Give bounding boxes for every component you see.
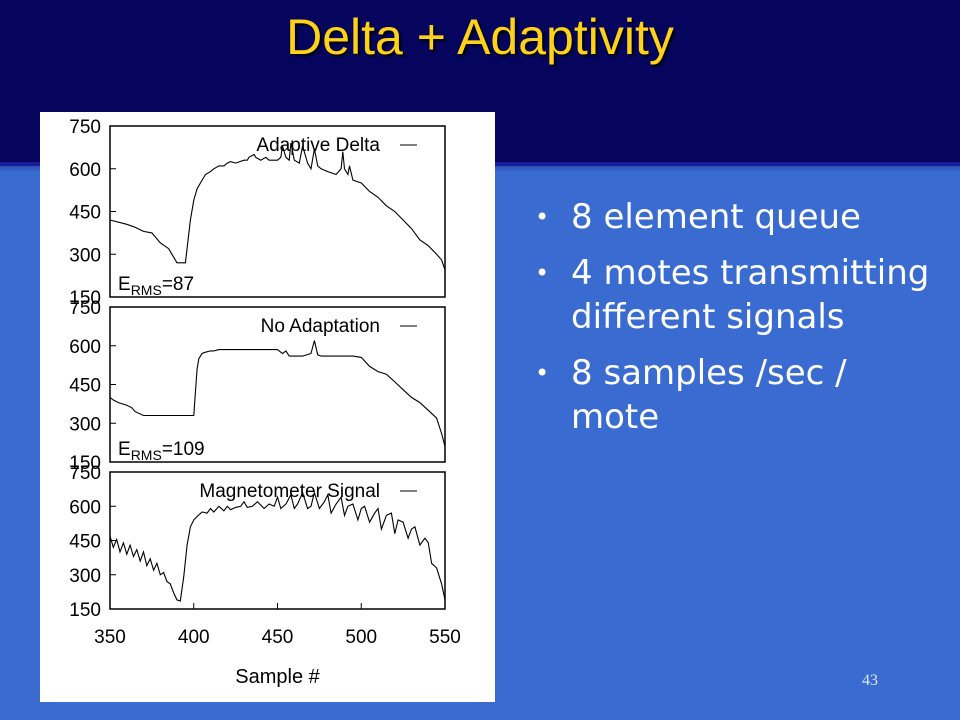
- y-tick-label: 450: [69, 532, 101, 553]
- bullet-item: • 8 element queue: [535, 195, 935, 239]
- x-tick-label: 450: [262, 627, 294, 648]
- bullet-dot-icon: •: [535, 259, 550, 287]
- y-tick-label: 600: [69, 337, 101, 358]
- legend-label: Adaptive Delta: [256, 135, 380, 156]
- slide-title: Delta + Adaptivity: [286, 9, 674, 65]
- bullet-dot-icon: •: [535, 359, 550, 387]
- page-number: 43: [862, 672, 878, 689]
- x-tick-label: 500: [345, 627, 377, 648]
- rms-annotation: ERMS=109: [118, 439, 205, 463]
- series-line: [109, 340, 446, 447]
- x-tick-label: 400: [178, 627, 210, 648]
- y-tick-label: 600: [69, 497, 101, 518]
- y-tick-label: 150: [69, 288, 101, 309]
- x-tick-label: 550: [429, 627, 461, 648]
- series-line: [109, 490, 446, 602]
- series-line: [109, 142, 446, 271]
- y-tick-label: 150: [69, 600, 101, 621]
- y-tick-label: 600: [69, 160, 101, 181]
- bullet-list: • 8 element queue • 4 motes transmitting d…: [535, 195, 935, 451]
- y-tick-label: 750: [69, 117, 101, 138]
- bullet-text: 8 element queue: [571, 197, 861, 237]
- legend-label: Magnetometer Signal: [199, 481, 380, 502]
- legend-label: No Adaptation: [261, 316, 380, 337]
- bullet-text: 4 motes transmitting different signals: [571, 253, 930, 337]
- y-tick-label: 300: [69, 566, 101, 587]
- y-tick-label: 450: [69, 376, 101, 397]
- x-tick-label: 350: [94, 627, 126, 648]
- y-tick-label: 300: [69, 245, 101, 266]
- y-tick-label: 150: [69, 453, 101, 474]
- bullet-text: 8 samples /sec / mote: [571, 353, 847, 437]
- y-tick-label: 450: [69, 203, 101, 224]
- rms-annotation: ERMS=87: [118, 274, 194, 298]
- y-tick-label: 750: [69, 463, 101, 484]
- x-axis-label: Sample #: [235, 666, 320, 688]
- y-tick-label: 300: [69, 414, 101, 435]
- bullet-item: • 4 motes transmitting different signals: [535, 251, 935, 339]
- bullet-dot-icon: •: [535, 203, 550, 231]
- y-tick-label: 750: [69, 298, 101, 319]
- bullet-item: • 8 samples /sec / mote: [535, 351, 935, 439]
